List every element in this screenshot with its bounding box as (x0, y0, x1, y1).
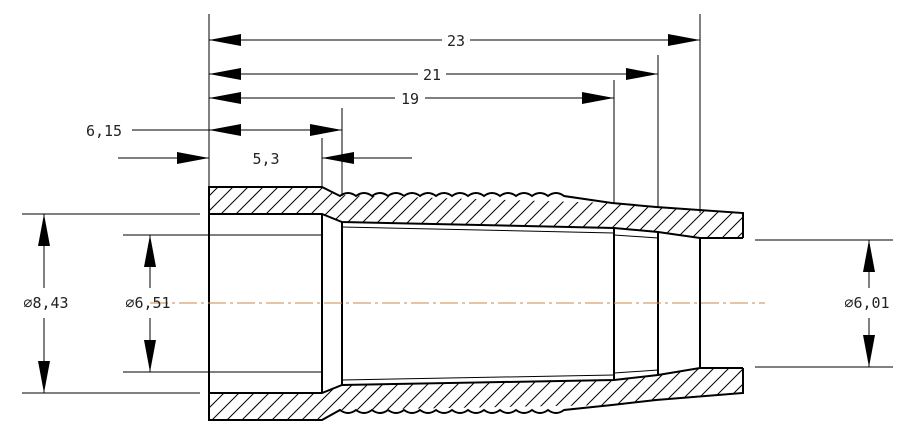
dim-6-15-label: 6,15 (86, 122, 122, 140)
hatch-line (150, 185, 205, 240)
thread-root-bottom (341, 374, 615, 381)
hatch-line (359, 368, 417, 420)
hatch-line (750, 185, 805, 240)
hatch-line (150, 366, 206, 422)
hatch-line (374, 368, 432, 420)
hatch-line (269, 187, 326, 238)
hatch-line (780, 366, 836, 422)
hatch-line (599, 368, 657, 420)
dim-21-label: 21 (423, 66, 441, 84)
hatch-line (659, 368, 717, 420)
extension-lines (22, 14, 893, 394)
part-outline (208, 186, 744, 421)
dimension-23: 23 (209, 32, 700, 50)
dimension-end-bore-diameter: ⌀6,01 (844, 240, 890, 367)
outer-top-profile (208, 186, 744, 238)
hatch-line (765, 185, 820, 240)
dim-end-bore-diameter-label: ⌀6,01 (844, 294, 889, 312)
dimension-6-15: 6,15 (86, 122, 342, 140)
hatch-line (584, 187, 641, 238)
dimension-outer-diameter: ⌀8,43 (23, 214, 69, 393)
dim-5-3-label: 5,3 (252, 150, 279, 168)
hatch-line (539, 368, 597, 420)
inner-bore-top (209, 213, 743, 239)
outer-bottom-profile (208, 368, 744, 421)
hatch-line (719, 187, 743, 238)
hatch-line (795, 366, 851, 422)
dimension-5-3: 5,3 (118, 150, 412, 168)
dimension-21: 21 (209, 66, 658, 84)
hatch-line (209, 187, 236, 238)
hatch-line (239, 187, 296, 238)
top-wall-hatching (150, 185, 850, 240)
hatch-line (659, 187, 716, 238)
dim-23-label: 23 (447, 32, 465, 50)
hatch-line (569, 368, 627, 420)
dim-outer-diameter-label: ⌀8,43 (23, 294, 68, 312)
step-line-bottom (613, 369, 659, 374)
step-line-top (613, 234, 659, 239)
hatch-line (750, 366, 806, 422)
hatch-line (795, 185, 850, 240)
hatch-line (209, 187, 251, 238)
dim-inner-diameter-label: ⌀6,51 (125, 294, 170, 312)
hatch-line (644, 368, 702, 420)
hatch-line (765, 366, 821, 422)
hatch-line (344, 368, 402, 420)
hatch-line (780, 185, 835, 240)
hatch-line (209, 187, 221, 238)
hatch-line (224, 187, 281, 238)
dim-19-label: 19 (401, 90, 419, 108)
dimension-inner-diameter: ⌀6,51 (125, 235, 171, 372)
hatch-line (554, 368, 612, 420)
thread-root-top (341, 226, 615, 234)
hatch-line (254, 187, 311, 238)
hatch-line (284, 187, 341, 238)
hatch-line (209, 187, 266, 238)
dimension-19: 19 (209, 90, 614, 108)
